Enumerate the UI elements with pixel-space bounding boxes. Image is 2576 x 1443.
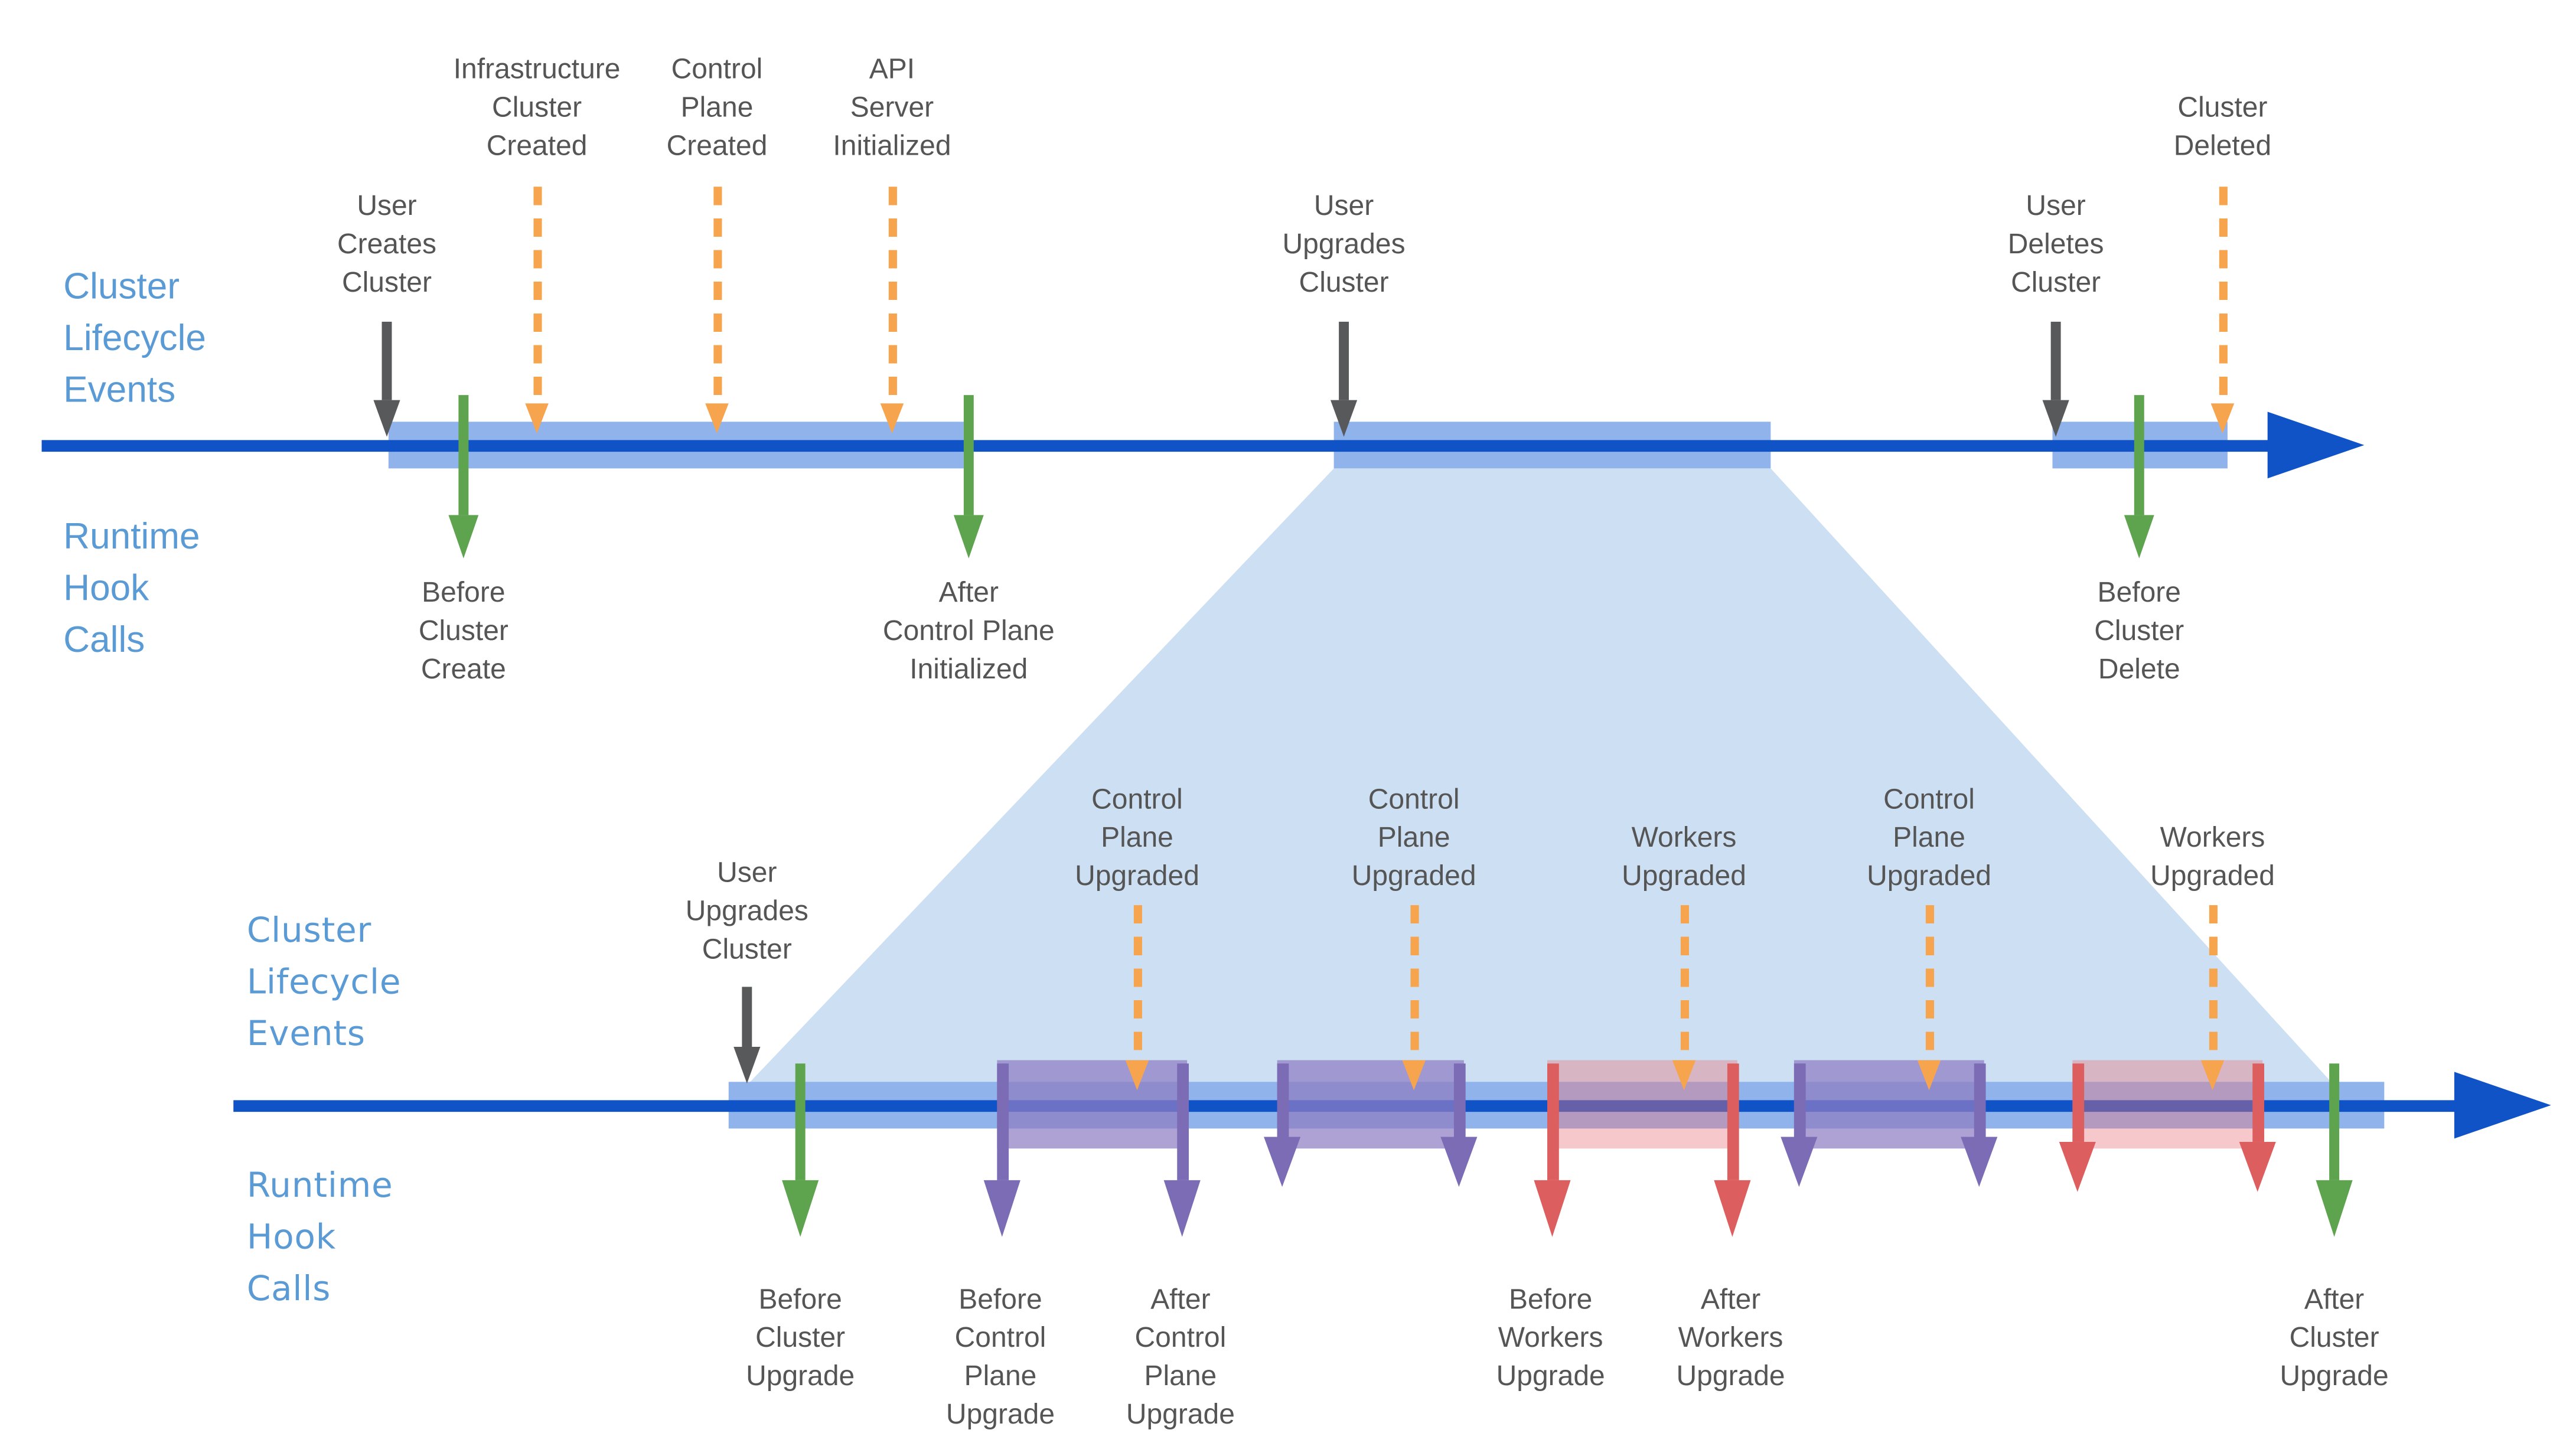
- control-plane-rollout-box-3: [1794, 1060, 1984, 1149]
- infra-cluster-created-label: Infrastructure Cluster Created: [453, 53, 621, 162]
- before-cluster-delete-arrow-icon: [2124, 395, 2154, 559]
- bottom-lifecycle-events-label: Cluster Lifecycle Events: [246, 910, 402, 1054]
- after-cluster-upgrade-label: After Cluster Upgrade: [2280, 1283, 2389, 1392]
- workers-rollout-box-2: [2072, 1060, 2263, 1149]
- after-control-plane-upgrade-arrow-icon: [1164, 1063, 1201, 1237]
- cp-upgraded-3-arrow-icon: [1918, 905, 1941, 1090]
- workers-upgrade-hook-repeat-arrow-icon: [2059, 1063, 2096, 1191]
- before-cluster-create-label: Before Cluster Create: [418, 576, 508, 685]
- cp-upgrade-hook-repeat-arrow-icon: [1264, 1063, 1300, 1187]
- control-plane-rollout-box-1: [997, 1060, 1188, 1149]
- cp-upgrade-hook-repeat-arrow-icon: [1781, 1063, 1817, 1187]
- after-control-plane-initialized-arrow-icon: [954, 395, 984, 559]
- after-workers-upgrade-arrow-icon: [1714, 1063, 1750, 1237]
- control-plane-created-label: Control Plane Created: [666, 53, 768, 162]
- cluster-deleted-arrow-icon: [2211, 187, 2235, 433]
- user-deletes-cluster-arrow-icon: [2043, 322, 2069, 437]
- api-server-initialized-label: API Server Initialized: [833, 53, 951, 162]
- user-deletes-cluster-label: User Deletes Cluster: [2007, 190, 2104, 299]
- after-control-plane-upgrade-label: After Control Plane Upgrade: [1126, 1283, 1235, 1431]
- before-workers-upgrade-label: Before Workers Upgrade: [1496, 1283, 1605, 1392]
- user-upgrades-cluster-label: User Upgrades Cluster: [1282, 190, 1406, 299]
- cluster-deleted-label: Cluster Deleted: [2173, 92, 2272, 162]
- top-timeline-arrowhead-icon: [2267, 412, 2365, 479]
- before-cluster-upgrade-arrow-icon: [782, 1063, 819, 1237]
- workers-upgraded-1-arrow-icon: [1672, 905, 1696, 1090]
- cp-upgraded-1-label: Control Plane Upgraded: [1075, 783, 1199, 892]
- api-server-initialized-arrow-icon: [881, 187, 904, 433]
- workers-upgraded-1-label: Workers Upgraded: [1622, 821, 1746, 892]
- before-control-plane-upgrade-label: Before Control Plane Upgrade: [945, 1283, 1055, 1431]
- user-upgrades-cluster-bottom-arrow-icon: [733, 987, 760, 1083]
- cp-upgraded-3-label: Control Plane Upgraded: [1867, 783, 1991, 892]
- user-creates-cluster-label: User Creates Cluster: [337, 190, 437, 299]
- control-plane-rollout-box-2: [1277, 1060, 1464, 1149]
- bottom-runtime-hook-calls-label: Runtime Hook Calls: [246, 1165, 393, 1309]
- user-upgrades-cluster-bottom-label: User Upgrades Cluster: [685, 857, 808, 965]
- top-lifecycle-events-label: Cluster Lifecycle Events: [63, 265, 206, 410]
- workers-upgraded-2-label: Workers Upgraded: [2150, 821, 2275, 892]
- infra-cluster-created-arrow-icon: [525, 187, 549, 433]
- cp-upgrade-hook-repeat-arrow-icon: [1961, 1063, 1997, 1187]
- user-creates-cluster-arrow-icon: [373, 322, 400, 437]
- cp-upgraded-1-arrow-icon: [1126, 905, 1149, 1090]
- top-timeline: [41, 439, 2278, 451]
- after-cluster-upgrade-arrow-icon: [2316, 1063, 2353, 1237]
- cp-upgrade-hook-repeat-arrow-icon: [1440, 1063, 1477, 1187]
- before-control-plane-upgrade-arrow-icon: [984, 1063, 1020, 1237]
- control-plane-created-arrow-icon: [705, 187, 729, 433]
- top-runtime-hook-calls-label: Runtime Hook Calls: [63, 515, 200, 661]
- before-cluster-delete-label: Before Cluster Delete: [2094, 576, 2184, 685]
- workers-rollout-box-1: [1547, 1060, 1737, 1149]
- cp-upgraded-2-label: Control Plane Upgraded: [1351, 783, 1476, 892]
- upgrade-zoom-region: [748, 468, 2333, 1084]
- after-workers-upgrade-label: After Workers Upgrade: [1676, 1283, 1785, 1392]
- bottom-timeline-arrowhead-icon: [2454, 1072, 2551, 1139]
- after-control-plane-initialized-label: After Control Plane Initialized: [882, 576, 1055, 685]
- workers-upgraded-2-arrow-icon: [2201, 905, 2225, 1090]
- user-upgrades-cluster-arrow-icon: [1331, 322, 1357, 437]
- before-cluster-create-arrow-icon: [448, 395, 478, 559]
- workers-upgrade-hook-repeat-arrow-icon: [2239, 1063, 2276, 1191]
- cp-upgraded-2-arrow-icon: [1402, 905, 1426, 1090]
- before-cluster-upgrade-label: Before Cluster Upgrade: [746, 1283, 855, 1392]
- before-workers-upgrade-arrow-icon: [1534, 1063, 1570, 1237]
